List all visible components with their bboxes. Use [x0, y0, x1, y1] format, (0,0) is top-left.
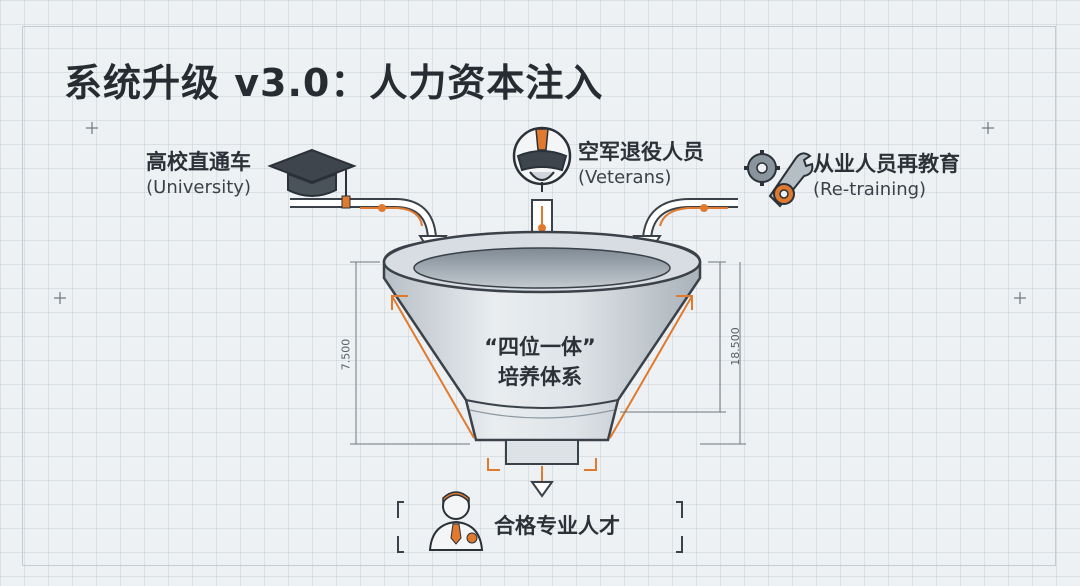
retraining-label-en: (Re-training) [813, 179, 927, 200]
output-flow-arrow [530, 466, 554, 498]
output-label: 合格专业人才 [494, 514, 620, 538]
blueprint-frame [22, 26, 1056, 566]
graduation-cap-icon [267, 148, 357, 209]
veterans-label-en: (Veterans) [578, 167, 672, 188]
corner-markers [54, 122, 1026, 304]
university-label-zh: 高校直通车 [146, 150, 251, 174]
dimension-label-left: 7.500 [339, 338, 353, 371]
funnel-label-line2: 培养体系 [498, 365, 582, 389]
dimension-line-right [620, 261, 746, 445]
input-label-veterans: 空军退役人员 (Veterans) [578, 138, 704, 190]
dimension-line-left [350, 261, 470, 445]
funnel-shape [382, 230, 702, 465]
retraining-label-zh: 从业人员再教育 [813, 152, 960, 176]
university-label-en: (University) [146, 177, 251, 198]
funnel-accent-outline [391, 295, 693, 471]
dimension-label-right: 18.500 [728, 327, 742, 366]
veterans-label-zh: 空军退役人员 [578, 140, 704, 164]
funnel-center-label: “四位一体” 培养体系 [440, 332, 640, 392]
page-title: 系统升级 v3.0：人力资本注入 [64, 61, 604, 105]
output-bracket-frame [397, 501, 683, 553]
gear-wrench-icon [744, 150, 814, 208]
pilot-helmet-icon [512, 126, 572, 192]
professional-person-icon [428, 491, 484, 551]
funnel-label-line1: “四位一体” [484, 335, 596, 359]
input-label-university: 高校直通车 (University) [146, 148, 251, 200]
input-label-retraining: 从业人员再教育 (Re-training) [813, 150, 960, 202]
